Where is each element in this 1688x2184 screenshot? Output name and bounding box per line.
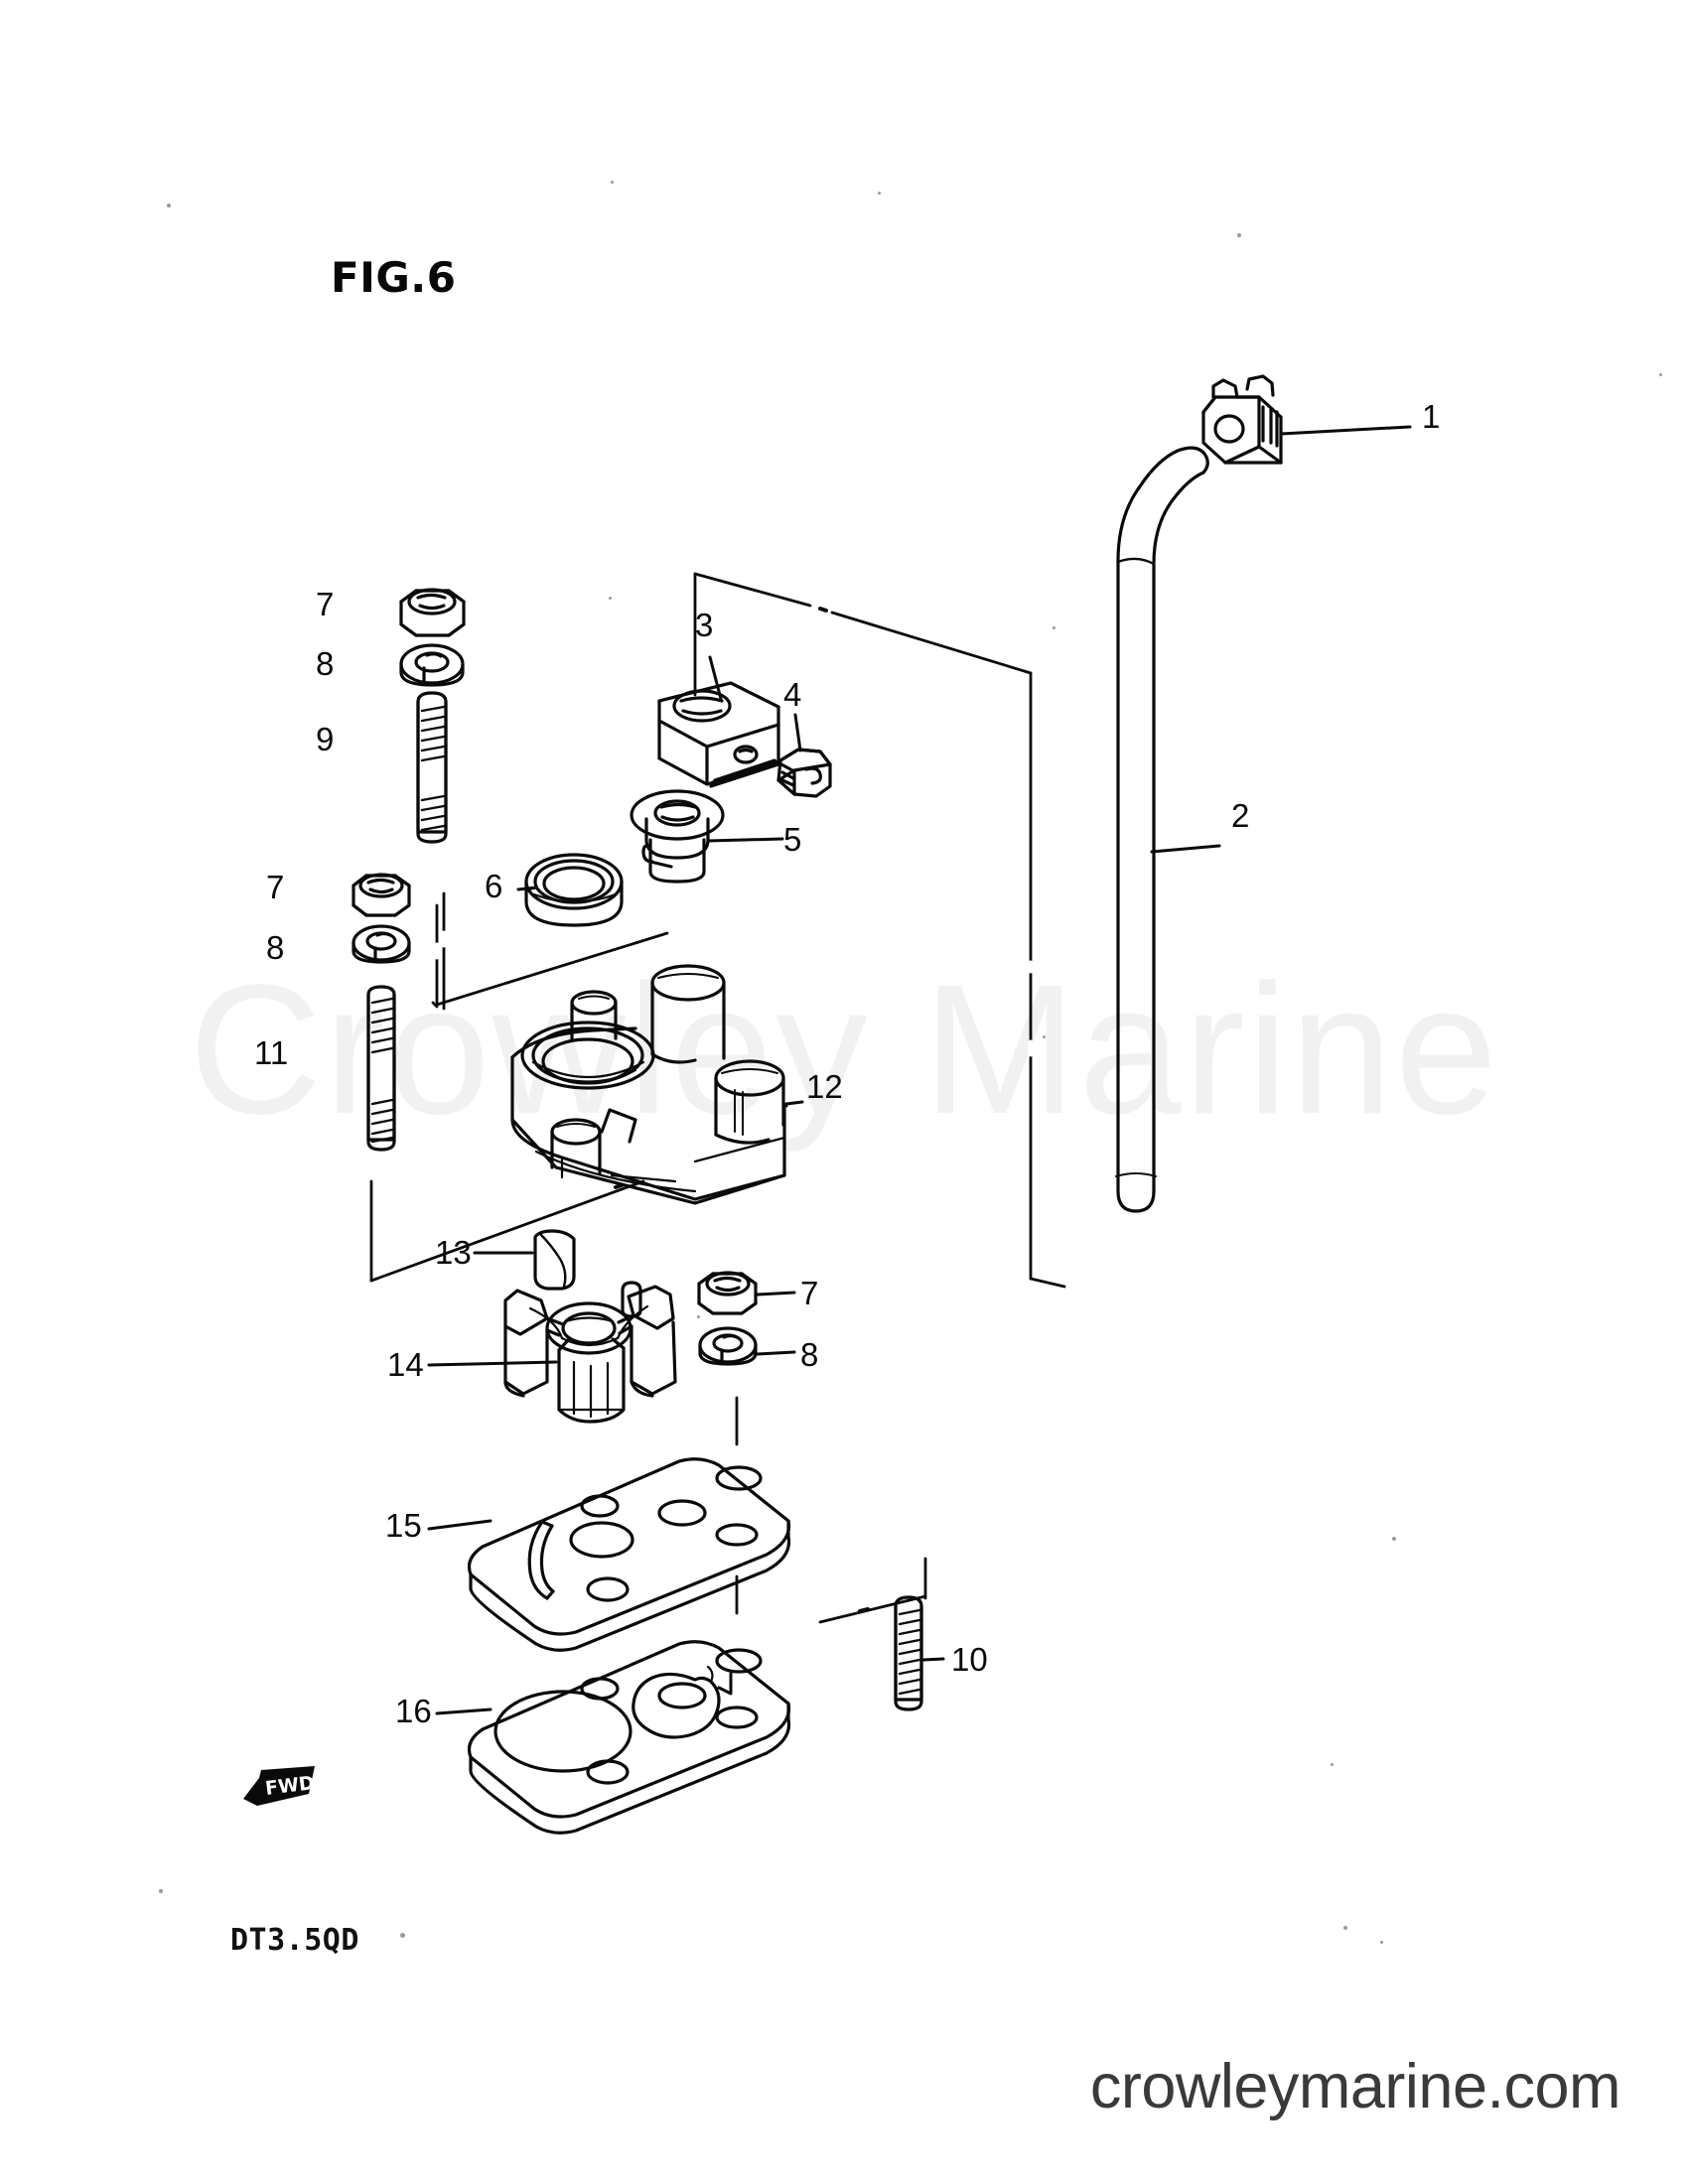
leader-14: [427, 1360, 558, 1367]
model-code-label: DT3.5QD: [230, 1923, 359, 1958]
scan-speck: [159, 1889, 163, 1893]
callout-16: 16: [395, 1693, 432, 1729]
scan-speck: [1343, 1926, 1347, 1930]
background-watermark: Crowley Marine: [188, 947, 1499, 1153]
part-7b-hex-nut: [352, 873, 411, 917]
leader-15: [427, 1519, 492, 1531]
part-6-oil-seal: [524, 853, 624, 927]
part-12-pump-housing: [510, 964, 786, 1205]
callout-14: 14: [387, 1346, 424, 1383]
scan-speck: [400, 1933, 405, 1938]
part-7a-hex-nut: [399, 588, 466, 637]
callout-7b: 7: [266, 869, 285, 905]
leader-4: [793, 713, 802, 752]
callout-12: 12: [806, 1068, 843, 1105]
part-9-long-stud-bolt: [416, 691, 448, 844]
site-watermark: crowleymarine.com: [1089, 2052, 1621, 2121]
part-8c-lock-washer: [698, 1326, 758, 1366]
part-1-tube-clamp: [1201, 374, 1283, 465]
callout-1: 1: [1422, 398, 1441, 435]
scan-speck: [1053, 626, 1055, 629]
scan-speck: [1659, 373, 1662, 376]
leader-3: [708, 655, 723, 701]
callout-7c: 7: [800, 1275, 819, 1311]
callout-9: 9: [316, 721, 335, 757]
callout-15: 15: [385, 1507, 422, 1544]
leader-2: [1150, 844, 1221, 854]
callout-8b: 8: [266, 929, 285, 966]
callout-8a: 8: [316, 645, 335, 682]
scan-speck: [1043, 1035, 1046, 1038]
part-16-pump-case-gasket: [467, 1640, 791, 1835]
scan-speck: [1237, 233, 1241, 237]
leader-12: [784, 1100, 804, 1106]
callout-2: 2: [1231, 797, 1250, 834]
callout-3: 3: [695, 607, 714, 643]
leader-10: [921, 1657, 945, 1662]
svg-text:FWD: FWD: [264, 1772, 316, 1800]
leader-16: [435, 1707, 492, 1715]
leader-8c: [756, 1350, 796, 1356]
part-2-water-tube: [1115, 446, 1209, 1213]
scan-speck: [697, 1315, 700, 1318]
leader-7c: [756, 1291, 796, 1297]
scan-speck: [611, 181, 614, 184]
leader-1: [1279, 425, 1412, 436]
callout-8c: 8: [800, 1336, 819, 1373]
part-13-woodruff-key: [533, 1229, 576, 1291]
part-5-grommet: [630, 789, 725, 884]
part-15-pump-case-plate: [467, 1457, 791, 1652]
part-8a-lock-washer: [399, 643, 465, 687]
part-11-medium-stud-bolt: [366, 985, 396, 1152]
callout-10: 10: [951, 1641, 988, 1678]
leader-5: [706, 837, 784, 843]
scan-speck: [1380, 1941, 1383, 1944]
scan-speck: [1331, 1763, 1334, 1766]
scan-speck: [609, 597, 612, 600]
scan-speck: [1392, 1537, 1396, 1541]
part-10-short-stud-bolt: [894, 1595, 923, 1711]
part-7c-hex-nut: [697, 1271, 758, 1315]
callout-5: 5: [783, 821, 802, 858]
callout-11: 11: [254, 1034, 289, 1071]
callout-6: 6: [485, 868, 503, 904]
scan-speck: [167, 204, 171, 207]
callout-7a: 7: [316, 586, 335, 622]
scan-speck: [878, 192, 881, 195]
figure-title: FIG.6: [331, 253, 457, 302]
callout-4: 4: [783, 676, 802, 713]
fwd-arrow-marker: FWD: [241, 1764, 317, 1816]
part-3-tube-holder-block: [657, 681, 780, 788]
part-14-impeller: [503, 1281, 677, 1424]
part-8b-lock-washer: [352, 924, 411, 964]
part-4-holder-screw: [776, 748, 832, 798]
callout-13: 13: [435, 1234, 472, 1271]
